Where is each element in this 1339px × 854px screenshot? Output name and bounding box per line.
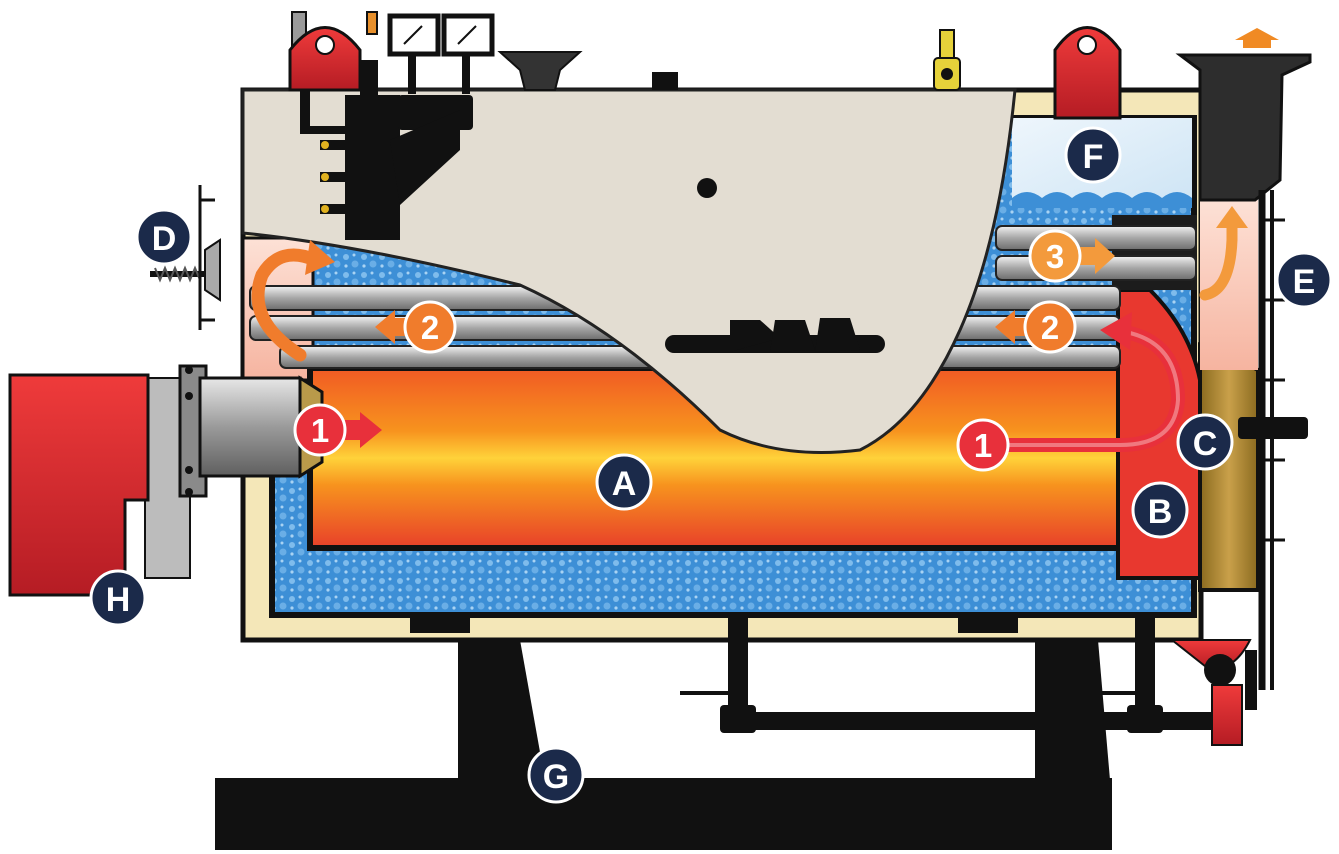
steam-outlet-nozzle	[497, 51, 583, 91]
front-door-hinge	[150, 185, 221, 330]
safety-valve	[933, 29, 961, 91]
outer-casing	[241, 88, 1017, 454]
pass-badge-left-1: 1	[293, 403, 347, 457]
lifting-lugs	[288, 26, 1122, 120]
rear-door-bolt	[1238, 417, 1308, 439]
svg-text:A: A	[612, 465, 637, 503]
label-a: A	[595, 453, 653, 511]
pass3-right-arrow	[1078, 238, 1115, 274]
label-c: C	[1176, 413, 1234, 471]
svg-text:2: 2	[1041, 309, 1059, 346]
svg-text:3: 3	[1046, 238, 1064, 275]
feed-pipe	[665, 318, 885, 353]
pass-badge-right-2: 2	[1023, 300, 1077, 354]
svg-text:B: B	[1148, 493, 1173, 531]
flue-chimney	[1175, 28, 1312, 690]
svg-text:E: E	[1293, 263, 1316, 301]
svg-text:D: D	[152, 220, 177, 258]
flue-up-arrow	[1199, 219, 1238, 301]
rear-reversal-arrow	[998, 326, 1186, 452]
label-b: B	[1131, 481, 1189, 539]
pass-badge-left-2: 2	[403, 300, 457, 354]
pass-badge-right-3: 3	[1028, 229, 1082, 283]
pass1-left-arrow	[345, 412, 382, 448]
base-frame	[215, 640, 1112, 850]
svg-text:2: 2	[421, 309, 439, 346]
svg-text:F: F	[1083, 138, 1104, 176]
svg-text:C: C	[1193, 425, 1218, 463]
svg-text:H: H	[106, 581, 131, 619]
pressure-gauges	[387, 13, 495, 94]
blowdown-piping	[410, 615, 1228, 733]
svg-text:G: G	[543, 758, 569, 796]
label-f: F	[1064, 126, 1122, 184]
label-e: E	[1275, 251, 1333, 309]
water-surface-waves	[1012, 192, 1192, 208]
blowdown-valve	[1169, 639, 1257, 746]
svg-text:1: 1	[311, 412, 329, 449]
front-reversal-arrow	[251, 248, 322, 362]
sight-hole	[697, 178, 717, 198]
svg-text:1: 1	[974, 427, 992, 464]
label-g: G	[527, 746, 585, 804]
label-d: D	[135, 208, 193, 266]
burner	[8, 364, 324, 597]
pass-badge-right-1: 1	[956, 418, 1010, 472]
label-h: H	[89, 569, 147, 627]
